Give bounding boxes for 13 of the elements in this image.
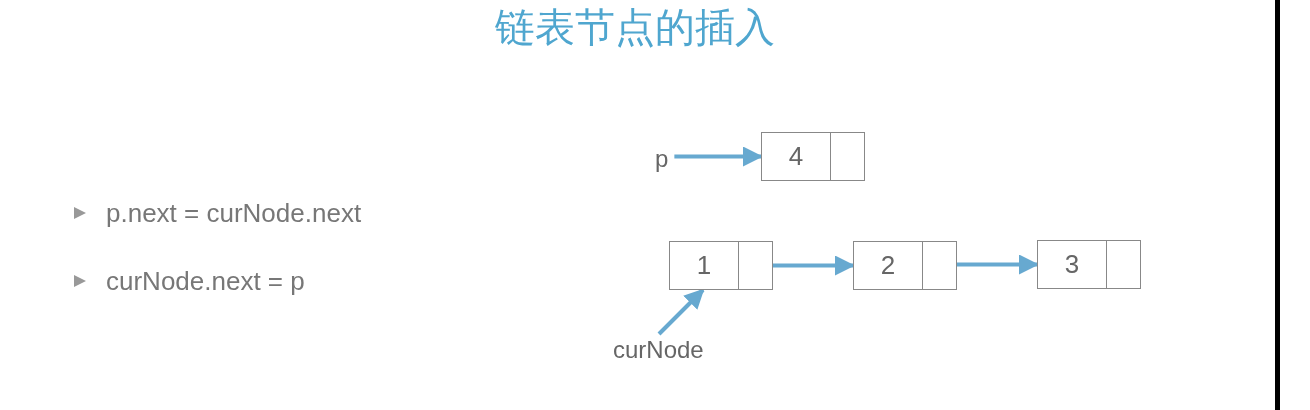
- pointer-label: curNode: [613, 338, 704, 362]
- pointer-label: p: [655, 147, 669, 171]
- arrow: [957, 254, 1039, 275]
- arrow: [657, 288, 705, 336]
- code-line: curNode.next = p: [106, 268, 305, 294]
- list-node-box: 1: [669, 241, 773, 290]
- arrow: [773, 255, 855, 276]
- arrow: [674, 146, 763, 167]
- list-node-box: 4: [761, 132, 865, 181]
- list-node-box: 3: [1037, 240, 1141, 289]
- list-node-box: 2: [853, 241, 957, 290]
- title: 链表节点的插入: [494, 3, 776, 52]
- code-line: p.next = curNode.next: [106, 200, 362, 226]
